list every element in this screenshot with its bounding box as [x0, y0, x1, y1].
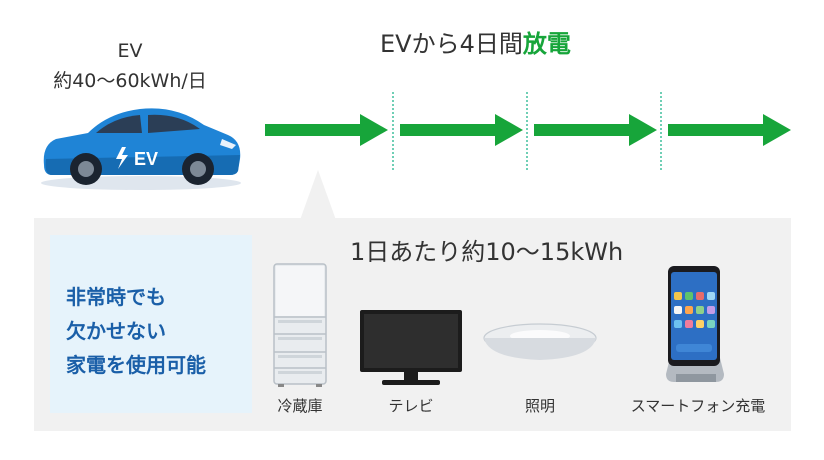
day-separator [392, 92, 394, 170]
ceiling-light-icon [483, 323, 597, 360]
ev-label-capacity: 約40〜60kWh/日 [53, 70, 207, 92]
day2-arrow-icon [400, 114, 523, 146]
info-line-3: 家電を使用可能 [66, 353, 206, 377]
day3-arrow-icon [534, 114, 657, 146]
info-line-1: 非常時でも [66, 285, 166, 309]
daily-usage: 1日あたり約10〜15kWh [350, 238, 624, 266]
discharge-title-prefix: EVから4日間 [380, 30, 523, 58]
device-label-refrigerator: 冷蔵庫 [277, 397, 323, 415]
info-line-2: 欠かせない [66, 319, 166, 343]
ev-label-title: EV [117, 40, 143, 62]
discharge-title: EVから4日間放電 [380, 28, 571, 60]
callout-pointer [300, 170, 336, 220]
day-separator [660, 92, 662, 170]
info-box [50, 235, 252, 413]
ev-car-icon: EV [41, 108, 241, 190]
ev-car-badge: EV [134, 149, 158, 169]
device-label-ceiling-light: 照明 [524, 397, 555, 415]
ev-label: EV 約40〜60kWh/日 [40, 36, 220, 96]
device-label-television: テレビ [388, 397, 434, 415]
device-label-smartphone-charging: スマートフォン充電 [630, 397, 766, 415]
day1-arrow-icon [265, 114, 388, 146]
day-separator [526, 92, 528, 170]
television-icon [360, 310, 462, 385]
discharge-title-accent: 放電 [522, 30, 571, 58]
smartphone-charging-icon [666, 266, 724, 382]
day4-arrow-icon [668, 114, 791, 146]
refrigerator-icon [273, 263, 327, 387]
info-text: 非常時でも 欠かせない 家電を使用可能 [66, 280, 206, 382]
